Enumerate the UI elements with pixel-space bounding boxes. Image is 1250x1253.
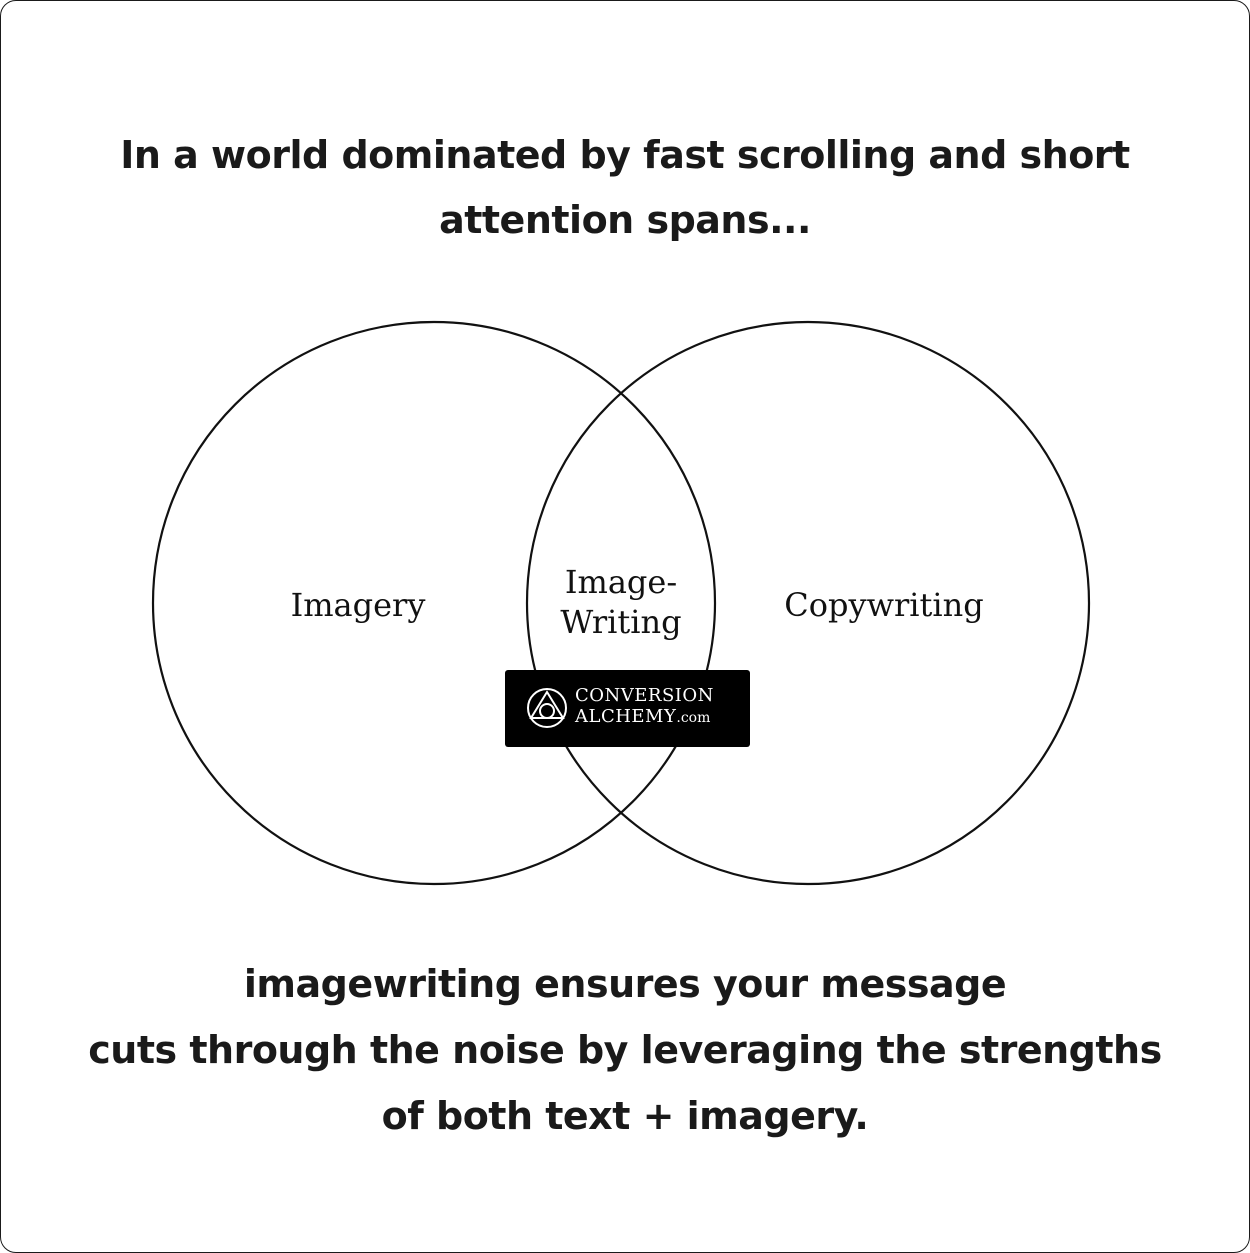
- top-heading-line-2: attention spans...: [439, 198, 811, 242]
- alchemy-symbol-icon: [527, 688, 567, 728]
- venn-label-right: Copywriting: [784, 586, 983, 624]
- badge-line-2-main: ALCHEMY: [575, 706, 677, 727]
- bottom-heading-line-3: of both text + imagery.: [381, 1094, 869, 1138]
- badge-line-1: CONVERSION: [575, 685, 714, 706]
- badge-line-2: ALCHEMY.com: [575, 706, 714, 729]
- conversion-alchemy-badge: CONVERSION ALCHEMY.com: [505, 670, 750, 747]
- badge-wordmark: CONVERSION ALCHEMY.com: [575, 685, 714, 729]
- venn-label-overlap-line-2: Writing: [560, 603, 681, 641]
- bottom-heading: imagewriting ensures your message cuts t…: [61, 951, 1189, 1149]
- venn-circle-left: [151, 320, 717, 886]
- venn-label-left: Imagery: [291, 586, 426, 624]
- badge-line-2-suffix: .com: [676, 710, 711, 726]
- venn-label-overlap-line-1: Image-: [565, 563, 677, 601]
- top-heading-line-1: In a world dominated by fast scrolling a…: [120, 133, 1130, 177]
- bottom-heading-line-2: cuts through the noise by leveraging the…: [88, 1028, 1162, 1072]
- venn-circle-right: [525, 320, 1091, 886]
- bottom-heading-line-1: imagewriting ensures your message: [243, 962, 1007, 1006]
- top-heading: In a world dominated by fast scrolling a…: [61, 123, 1189, 253]
